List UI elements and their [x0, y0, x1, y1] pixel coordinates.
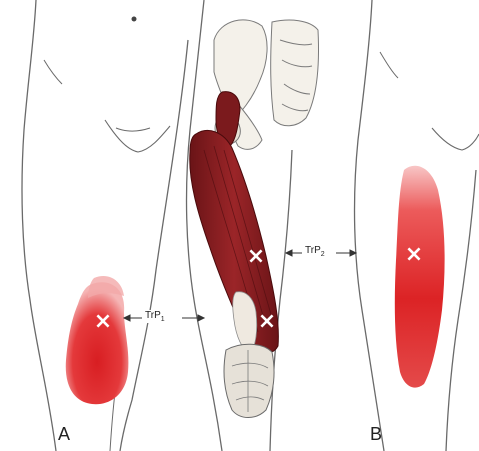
panel-b-outline-left: [355, 0, 384, 451]
panel-a-mark: [132, 17, 137, 22]
panel-b-label: B: [370, 424, 382, 445]
panel-a-trigger-point-x-icon: ×: [94, 309, 112, 334]
panel-a-leg: ×: [22, 0, 188, 451]
panel-a-waist-line: [44, 60, 62, 84]
svg-text:×: ×: [247, 244, 265, 269]
svg-text:×: ×: [94, 309, 112, 334]
panel-a-outline-left: [22, 0, 56, 451]
panel-b-outline-right: [446, 170, 476, 451]
trp1-label-sub: 1: [161, 316, 165, 323]
trp1-label-base: TrP: [145, 310, 161, 321]
panel-b-hip-crease: [432, 128, 479, 150]
trp2-label-base: TrP: [305, 245, 321, 256]
panel-a-hip-crease: [105, 120, 170, 152]
trigger-point-lower-x-icon: ×: [258, 309, 276, 334]
panel-a-label: A: [58, 424, 70, 445]
panel-b-referred-pain-zone: [395, 166, 445, 388]
panel-a-referred-pain-zone: [66, 282, 129, 404]
svg-text:×: ×: [405, 242, 423, 267]
panel-b-trigger-point-x-icon: ×: [405, 242, 423, 267]
panel-a-navel-line: [116, 128, 150, 131]
trp2-label: TrP2: [304, 245, 326, 258]
panel-a-outline-right: [120, 40, 188, 451]
trp2-label-sub: 2: [321, 251, 325, 258]
trp1-label: TrP1: [144, 310, 166, 323]
center-anatomy: × ×: [187, 0, 319, 451]
trigger-point-upper-x-icon: ×: [247, 244, 265, 269]
panel-b-waist-line: [380, 52, 398, 78]
panel-b-leg: ×: [355, 0, 479, 451]
svg-text:×: ×: [258, 309, 276, 334]
